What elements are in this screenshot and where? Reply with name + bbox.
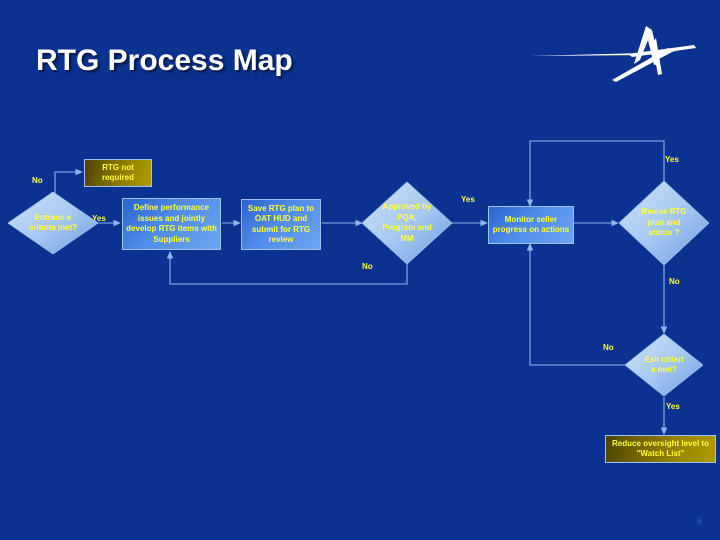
- node-monitor-seller-progress-label: Monitor seller progress on actions: [492, 214, 570, 235]
- lockheed-martin-star-logo: [530, 26, 696, 82]
- edge-label-approved-yes: Yes: [461, 195, 475, 204]
- node-revise-rtg-plan[interactable]: Revise RTG plan and status ?: [619, 181, 709, 265]
- diamond-shape: [362, 182, 452, 264]
- node-entrance-criteria[interactable]: Entranc e criteria met?: [8, 192, 98, 254]
- diamond-shape: [625, 334, 703, 396]
- node-rtg-not-required[interactable]: RTG not required: [84, 159, 152, 187]
- node-reduce-oversight[interactable]: Reduce oversight level to "Watch List": [605, 435, 716, 463]
- diamond-shape: [8, 192, 98, 254]
- edge-label-exit-no: No: [603, 343, 614, 352]
- page-title: RTG Process Map: [36, 44, 293, 77]
- node-define-performance-issues-label: Define performance issues and jointly de…: [126, 203, 217, 244]
- node-save-rtg-plan-label: Save RTG plan to OAT HUD and submit for …: [247, 203, 315, 245]
- diamond-shape: [619, 181, 709, 265]
- edge-label-entrance-yes: Yes: [92, 214, 106, 223]
- edge-label-revise-no: No: [669, 277, 680, 286]
- node-exit-criteria[interactable]: Exit criteri a met?: [625, 334, 703, 396]
- node-rtg-not-required-label: RTG not required: [101, 162, 134, 183]
- edge-label-revise-yes: Yes: [665, 155, 679, 164]
- edge-label-entrance-no: No: [32, 176, 43, 185]
- node-define-performance-issues[interactable]: Define performance issues and jointly de…: [122, 198, 221, 250]
- edge-label-exit-yes: Yes: [666, 402, 680, 411]
- node-save-rtg-plan[interactable]: Save RTG plan to OAT HUD and submit for …: [241, 199, 321, 250]
- edge-label-approved-no: No: [362, 262, 373, 271]
- node-approved-by-pqa[interactable]: Approved by PQA, Program and MM: [362, 182, 452, 264]
- node-monitor-seller-progress[interactable]: Monitor seller progress on actions: [488, 206, 574, 244]
- page-number: 6: [696, 516, 702, 526]
- node-reduce-oversight-label: Reduce oversight level to "Watch List": [612, 438, 709, 459]
